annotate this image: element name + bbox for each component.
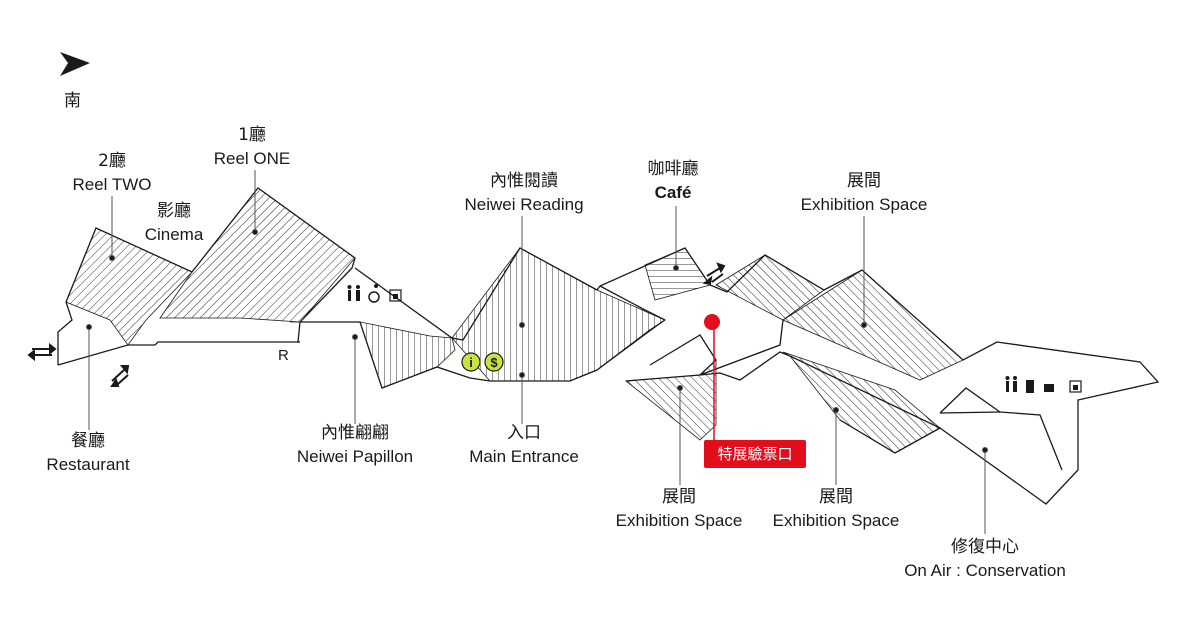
compass-label: 南	[64, 91, 81, 111]
restroom-icons	[347, 284, 402, 303]
restroom-icons-east	[1005, 376, 1082, 393]
leader-lines	[86, 170, 988, 534]
svg-text:$: $	[490, 355, 498, 370]
ticket-check-marker	[704, 314, 720, 440]
dollar-icon: $	[484, 352, 504, 372]
escalator-arrows-icon	[27, 262, 726, 387]
compass-arrow-icon	[60, 52, 90, 76]
ramp-label: R	[278, 347, 289, 364]
info-icon: i	[461, 352, 481, 372]
ticket-check-label: 特展驗票口	[704, 440, 806, 468]
hatched-zones	[65, 187, 964, 454]
svg-text:i: i	[469, 355, 473, 370]
